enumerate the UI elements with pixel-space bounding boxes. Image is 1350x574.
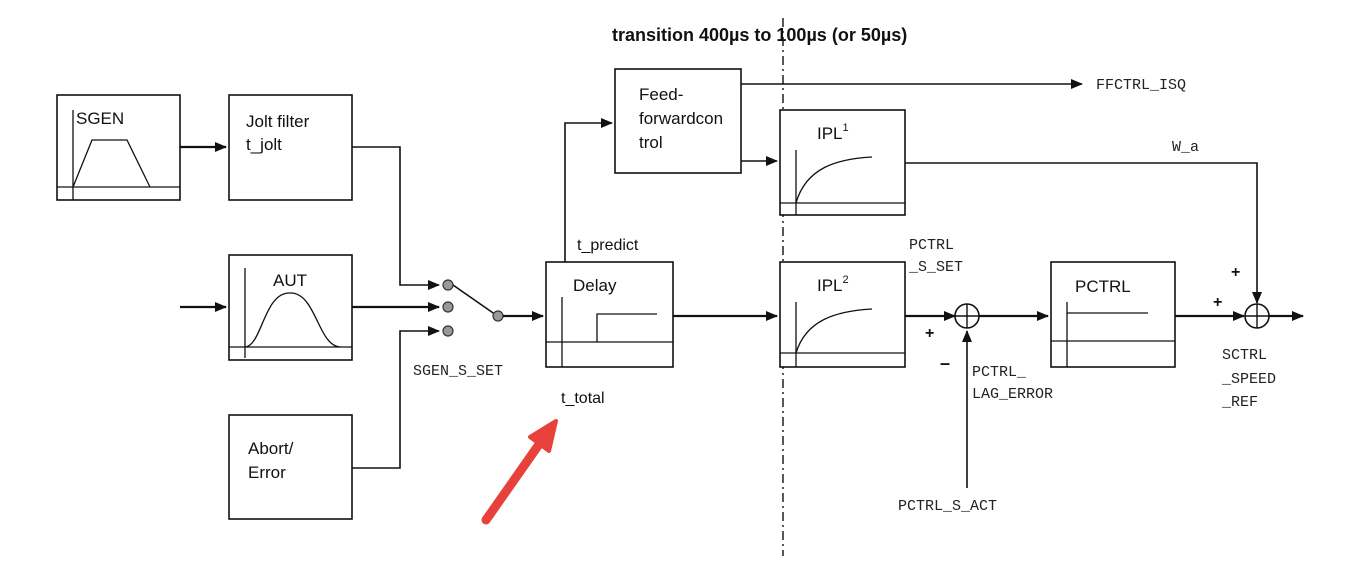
selector-switch — [442, 279, 504, 337]
ipl2-text: IPL — [817, 276, 843, 295]
pctrl-s-set-label-2: _S_SET — [908, 259, 963, 276]
ipl2-curve-icon — [780, 302, 905, 367]
t-total-label: t_total — [561, 390, 605, 407]
pctrl-lag-error-label-2: LAG_ERROR — [972, 386, 1053, 403]
aut-label: AUT — [273, 271, 307, 290]
delay-block: Delay — [545, 261, 674, 368]
wire-wa — [905, 162, 1262, 304]
ipl1-block: IPL1 — [779, 109, 906, 216]
sgen-block: SGEN — [56, 94, 181, 201]
pctrl-s-set-label-1: PCTRL — [909, 237, 954, 254]
ffctrl-isq-label: FFCTRL_ISQ — [1096, 77, 1186, 94]
wire-to-feedforward — [564, 118, 613, 262]
ipl1-superscript: 1 — [843, 122, 849, 134]
sctrl-label-2: _SPEED — [1221, 371, 1276, 388]
pctrl-label: PCTRL — [1075, 277, 1131, 296]
sum1-minus-sign: – — [940, 353, 950, 373]
ipl1-label: IPL1 — [817, 122, 849, 143]
step-response-icon — [546, 297, 673, 367]
jolt-filter-label: Jolt filter — [246, 112, 310, 131]
sum1-plus-sign: + — [925, 325, 934, 342]
trapezoid-profile-icon — [57, 110, 180, 200]
summing-junction-1 — [954, 303, 980, 329]
sum2-plus-left: + — [1213, 294, 1222, 311]
wire-abort-to-switch — [352, 326, 440, 469]
wire-jolt-to-switch — [352, 146, 440, 290]
feedforward-line2: forwardcon — [639, 109, 723, 128]
feedforward-line3: trol — [639, 133, 663, 152]
ipl2-block: IPL2 — [779, 261, 906, 368]
sgen-label: SGEN — [76, 109, 124, 128]
jolt-filter-param: t_jolt — [246, 135, 282, 154]
bell-curve-icon — [229, 268, 352, 358]
pctrl-s-act-label: PCTRL_S_ACT — [898, 498, 997, 515]
abort-label: Abort/ — [248, 439, 294, 458]
red-arrow-icon — [481, 419, 558, 525]
t-predict-label: t_predict — [577, 237, 639, 254]
ipl1-text: IPL — [817, 124, 843, 143]
ipl2-label: IPL2 — [817, 274, 849, 295]
pctrl-lag-error-label-1: PCTRL_ — [972, 364, 1027, 381]
ipl1-curve-icon — [780, 150, 905, 215]
delay-label: Delay — [573, 276, 617, 295]
sgen-s-set-label: SGEN_S_SET — [413, 363, 503, 380]
ipl2-superscript: 2 — [843, 274, 849, 286]
feedforward-line1: Feed- — [639, 85, 683, 104]
wa-label: W_a — [1172, 139, 1199, 156]
abort-error-block: Abort/ Error — [228, 414, 353, 520]
proportional-icon — [1051, 302, 1175, 367]
jolt-filter-block: Jolt filter t_jolt — [228, 94, 353, 201]
error-label: Error — [248, 463, 286, 482]
feedforward-block: Feed- forwardcon trol — [614, 68, 742, 174]
pctrl-block: PCTRL — [1050, 261, 1176, 368]
sctrl-label-3: _REF — [1221, 394, 1258, 411]
summing-junction-2 — [1244, 303, 1270, 329]
aut-block: AUT — [228, 254, 353, 361]
diagram-title: transition 400µs to 100µs (or 50µs) — [612, 25, 907, 45]
sum2-plus-top: + — [1231, 264, 1240, 281]
sctrl-label-1: SCTRL — [1222, 347, 1267, 364]
